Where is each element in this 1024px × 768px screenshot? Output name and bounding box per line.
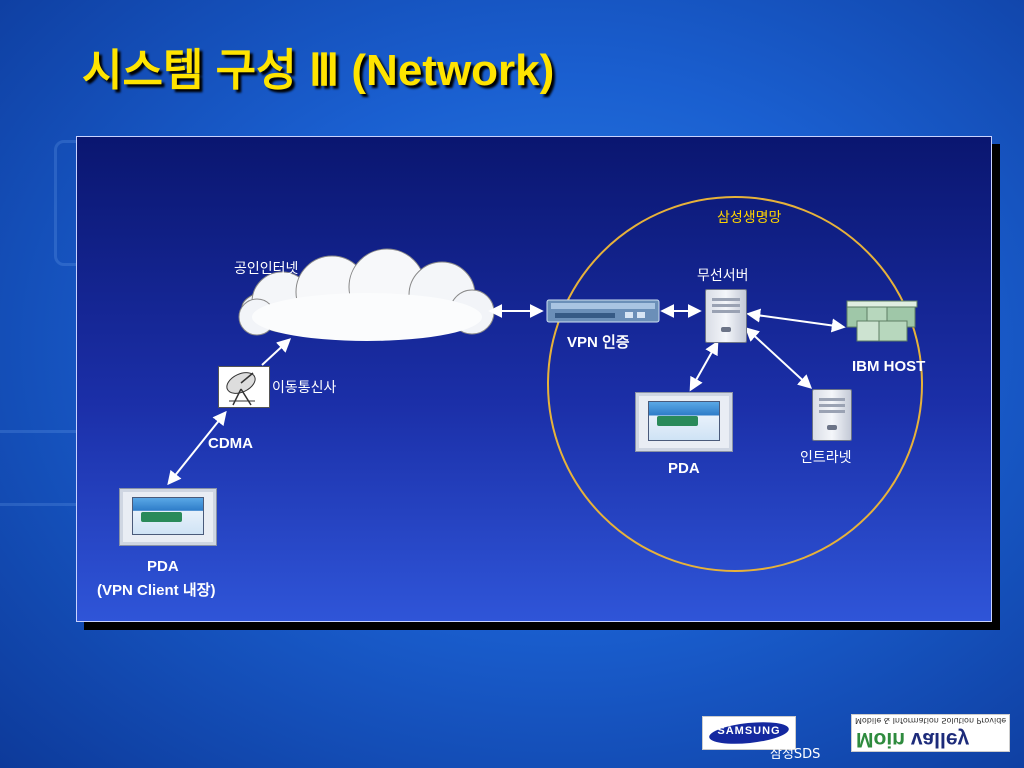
network-diagram-graphics bbox=[167, 196, 923, 572]
cdma-label: CDMA bbox=[208, 435, 253, 452]
wireless-server-icon bbox=[705, 289, 747, 343]
ibm-host-label: IBM HOST bbox=[852, 358, 926, 375]
samsung-life-network-zone bbox=[547, 196, 923, 572]
zone-label: 삼성생명망 bbox=[717, 210, 782, 226]
intranet-label: 인트라넷 bbox=[800, 450, 852, 466]
internet-label: 공인인터넷 bbox=[234, 261, 299, 277]
pda-inner-label: PDA bbox=[668, 460, 700, 477]
pda-inner-device-icon bbox=[635, 392, 733, 452]
pda-outer-device-icon bbox=[119, 488, 217, 546]
wireless-server-label: 무선서버 bbox=[697, 268, 749, 284]
ibm-host-icon bbox=[846, 300, 918, 342]
slide-title: 시스템 구성 Ⅲ (Network) bbox=[82, 46, 555, 95]
pda-outer-sublabel: (VPN Client 내장) bbox=[97, 582, 216, 599]
moin-valley-logo: Mobile & Information Solution Provider M… bbox=[851, 714, 1010, 752]
pda-outer-label: PDA bbox=[147, 558, 179, 575]
telecom-label: 이동통신사 bbox=[272, 380, 337, 396]
company-label: 삼성SDS bbox=[770, 747, 821, 762]
link-pda-telecom bbox=[167, 410, 227, 486]
link-telecom-internet bbox=[261, 338, 292, 366]
samsung-logo: SAMSUNG bbox=[702, 716, 796, 750]
intranet-server-icon bbox=[812, 389, 852, 441]
internet-cloud-icon bbox=[238, 248, 495, 341]
vpn-appliance-icon bbox=[546, 299, 660, 323]
satellite-dish-icon bbox=[218, 366, 270, 408]
network-diagram-panel: 공인인터넷 이동통신사 CDMA VPN 인증 삼성생명망 무선서버 IBM H… bbox=[76, 136, 992, 622]
link-server-ibm bbox=[746, 308, 846, 333]
link-server-intranet bbox=[744, 327, 813, 389]
vpn-label: VPN 인증 bbox=[567, 334, 630, 351]
link-server-pda bbox=[689, 340, 719, 392]
